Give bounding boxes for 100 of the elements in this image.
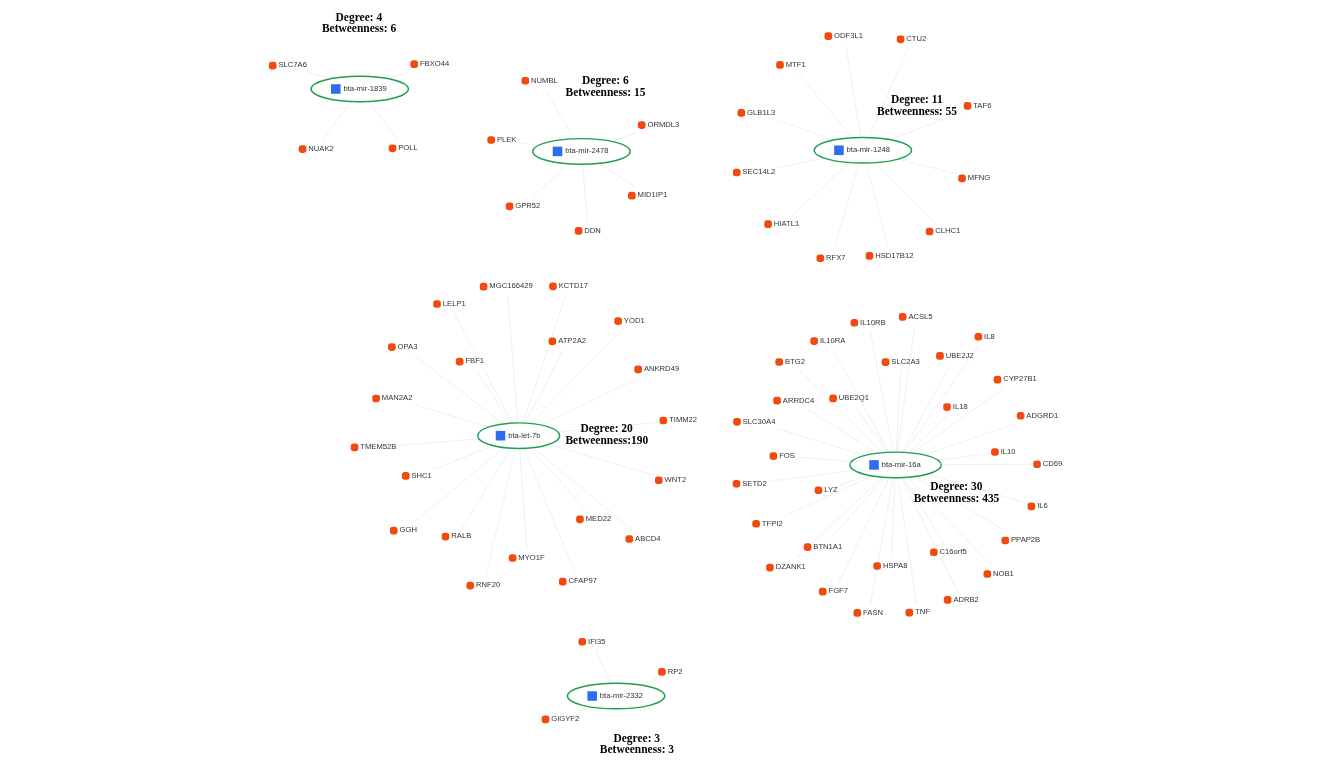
connector (937, 453, 991, 461)
node-label: IFI35 (588, 636, 606, 646)
node-ellipse: bta-mir-1839 (310, 75, 410, 103)
connector (518, 142, 539, 146)
node-label: FOS (779, 450, 795, 460)
connector (897, 477, 917, 605)
node-label: RNF20 (475, 580, 501, 590)
connector (595, 650, 611, 684)
node-label: IL10RA (819, 335, 846, 345)
connector (795, 477, 883, 560)
node-label: Degree: 20 (580, 422, 633, 435)
node-label: LELP1 (442, 298, 466, 308)
node-label: LYZ (824, 485, 838, 495)
node-label: Betweenness: 55 (877, 104, 958, 117)
node-label: ADRB2 (953, 594, 979, 604)
node-label: GPR52 (515, 201, 541, 211)
node-label: BTN1A1 (813, 541, 843, 551)
connector (912, 388, 1004, 454)
connector (398, 438, 480, 446)
node-label: Degree: 6 (582, 74, 629, 87)
node-label: HSD17B12 (875, 250, 914, 260)
connector (388, 71, 410, 79)
connector (522, 294, 567, 424)
node-label: SLC2A3 (891, 356, 920, 366)
node-label: MFNG (967, 173, 991, 183)
connector (868, 47, 909, 138)
connector (523, 448, 576, 574)
connector (870, 331, 894, 453)
node-label: PLEK (496, 134, 517, 144)
node-label: FBF1 (465, 356, 485, 366)
connector (485, 448, 516, 578)
node-label: SLC7A6 (278, 60, 307, 70)
node-label: YOD1 (623, 315, 645, 325)
connector (784, 475, 872, 517)
node-label: RFX7 (826, 253, 846, 263)
connector (870, 477, 894, 605)
node-label: CTU2 (906, 34, 927, 44)
node-label: OPA3 (397, 341, 418, 351)
node-label: HIATL1 (773, 219, 800, 229)
connector (914, 476, 1007, 533)
node-label: MED22 (585, 514, 612, 524)
connector (875, 162, 936, 224)
connector (839, 474, 868, 486)
node-label: Betweenness:190 (565, 433, 649, 446)
connector (807, 409, 878, 454)
node-ellipse: bta-let-7b (477, 422, 561, 450)
node-label: SEC14L2 (742, 167, 776, 177)
node-label: FGF7 (828, 586, 849, 596)
node-label: MGC166429 (489, 281, 533, 291)
connector (902, 364, 951, 453)
node-label: MYO1F (518, 552, 545, 562)
node-label: SETD2 (742, 478, 767, 488)
connector (777, 120, 834, 141)
connector (833, 163, 860, 250)
connector (414, 447, 505, 523)
node-label: IL6 (1037, 501, 1048, 511)
connector (530, 329, 622, 424)
connector (898, 158, 958, 175)
connector (890, 111, 963, 140)
node-label: Degree: 11 (890, 93, 943, 106)
node-label: CLHC1 (935, 226, 961, 236)
node-label: MTF1 (785, 59, 806, 69)
connector (414, 355, 504, 424)
node-label: NUAK2 (308, 143, 334, 153)
node-label: TAF6 (973, 100, 992, 110)
node-label: SLC30A4 (742, 416, 776, 426)
connector (865, 163, 889, 248)
node-label: WNT2 (664, 475, 687, 485)
node-label: UBE2J2 (945, 350, 974, 360)
node-label: GGH (399, 525, 417, 535)
connector (901, 477, 958, 592)
connector (581, 706, 591, 712)
node-label: NOB1 (993, 568, 1014, 578)
connector (454, 312, 513, 424)
connector (611, 132, 637, 142)
node-label: NUMBL (531, 75, 558, 85)
connector (924, 423, 1016, 456)
connector (855, 406, 888, 453)
node-label: ANKRD49 (643, 364, 680, 374)
node-label: C16orf5 (939, 547, 967, 557)
node-label: IL8 (984, 331, 995, 341)
node-label: GIGYF2 (551, 714, 580, 724)
node-label: GLB1L3 (747, 107, 776, 117)
connector (529, 447, 587, 511)
node-label: FBXO44 (419, 59, 450, 68)
node-label: Degree: 3 (613, 731, 661, 744)
node-label: PPAP2B (1011, 535, 1041, 545)
node-label: TMEM52B (360, 442, 397, 452)
node-ellipse: bta-mir-2478 (532, 137, 631, 165)
node-label: Degree: 30 (930, 480, 983, 493)
connector (369, 101, 398, 140)
connector (433, 445, 494, 470)
node-label: Betweenness: 6 (321, 22, 397, 35)
connector (462, 448, 512, 529)
node-label: Betweenness: 3 (599, 743, 675, 756)
connector (896, 370, 902, 453)
node-label: HSPA8 (882, 560, 908, 570)
node-label: IL10 (1000, 446, 1016, 456)
connector (582, 164, 588, 223)
connector (777, 428, 865, 456)
